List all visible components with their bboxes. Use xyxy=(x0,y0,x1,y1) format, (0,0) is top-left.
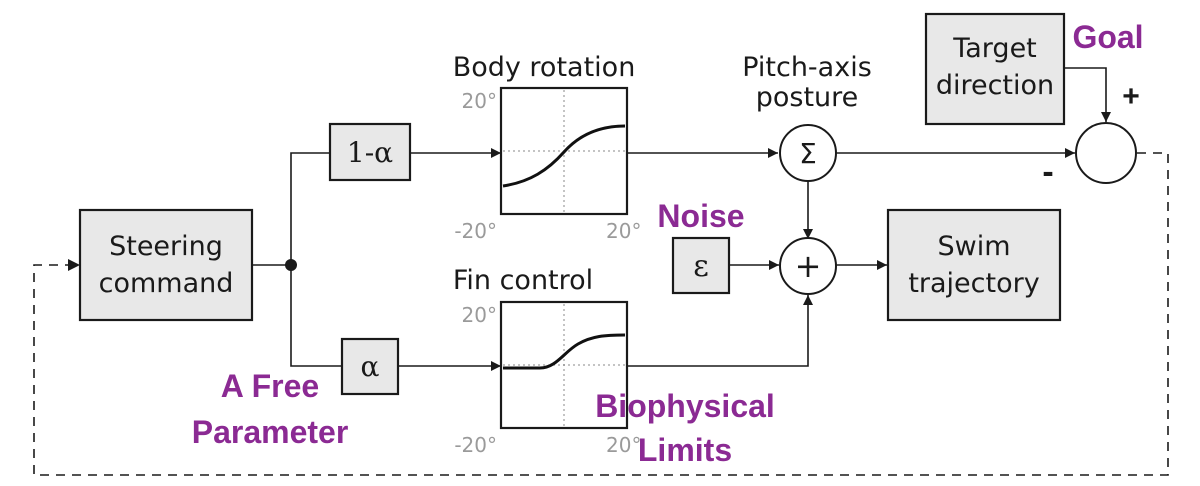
gain-top-label: 1-α xyxy=(347,136,393,169)
biophysical-line-1: Biophysical xyxy=(595,388,775,424)
free-parameter-line-2: Parameter xyxy=(192,414,349,450)
feedback-arrowhead xyxy=(68,259,80,271)
fin-plot-title: Fin control xyxy=(453,265,593,296)
trajectory-sum-node: + xyxy=(779,237,837,295)
swim-line-2: trajectory xyxy=(908,268,1039,299)
gain-alpha-block: α xyxy=(340,337,400,396)
pitch-label-line-2: posture xyxy=(756,82,859,113)
target-line-2: direction xyxy=(936,70,1054,101)
noise-annotation: Noise xyxy=(657,198,744,234)
sigma-symbol: Σ xyxy=(799,137,817,170)
fin-plot-ymax: 20° xyxy=(462,303,497,327)
noise-block: ε xyxy=(671,236,731,295)
wire-target-to-compare xyxy=(1064,67,1111,122)
fin-control-curve xyxy=(503,333,626,370)
steering-command-block: Steering command xyxy=(78,208,254,322)
compare-plus-sign: + xyxy=(1122,80,1140,113)
steering-line-1: Steering xyxy=(109,231,223,262)
wire-branch-top xyxy=(290,152,330,265)
swim-trajectory-block: Swim trajectory xyxy=(886,208,1062,322)
body-rotation-plot: Body rotation 20° -20° 20° xyxy=(453,52,642,243)
body-plot-ymin: -20° xyxy=(454,219,497,243)
target-direction-block: Target direction xyxy=(924,12,1066,126)
comparison-node: + - xyxy=(1042,80,1139,191)
fin-plot-xmax: 20° xyxy=(606,433,641,457)
signal-wires xyxy=(33,67,1169,476)
body-rotation-curve xyxy=(502,124,626,188)
fin-plot-ymin: -20° xyxy=(454,433,497,457)
body-plot-xmax: 20° xyxy=(606,219,641,243)
biophysical-line-2: Limits xyxy=(638,432,732,468)
feedback-loop xyxy=(33,152,1169,476)
wire-branch-bottom xyxy=(290,265,342,367)
target-line-1: Target xyxy=(952,33,1037,64)
compare-minus-sign: - xyxy=(1042,153,1053,191)
gain-bottom-label: α xyxy=(361,350,380,383)
body-plot-title: Body rotation xyxy=(453,52,636,83)
annotations: Goal Noise A Free Parameter Biophysical … xyxy=(192,19,1144,468)
noise-symbol: ε xyxy=(693,249,709,284)
wire-fin-to-plus xyxy=(627,295,813,367)
swim-line-1: Swim xyxy=(937,231,1010,262)
steering-line-2: command xyxy=(99,268,234,299)
pitch-label-line-1: Pitch-axis xyxy=(742,52,872,83)
free-parameter-line-1: A Free xyxy=(221,368,319,404)
fin-control-plot: Fin control 20° -20° 20° xyxy=(453,265,642,457)
body-plot-ymax: 20° xyxy=(462,89,497,113)
gain-one-minus-alpha-block: 1-α xyxy=(328,122,412,182)
plus-symbol: + xyxy=(795,247,822,285)
pitch-axis-sum-node: Pitch-axis posture Σ xyxy=(742,52,872,182)
goal-annotation: Goal xyxy=(1072,19,1143,55)
